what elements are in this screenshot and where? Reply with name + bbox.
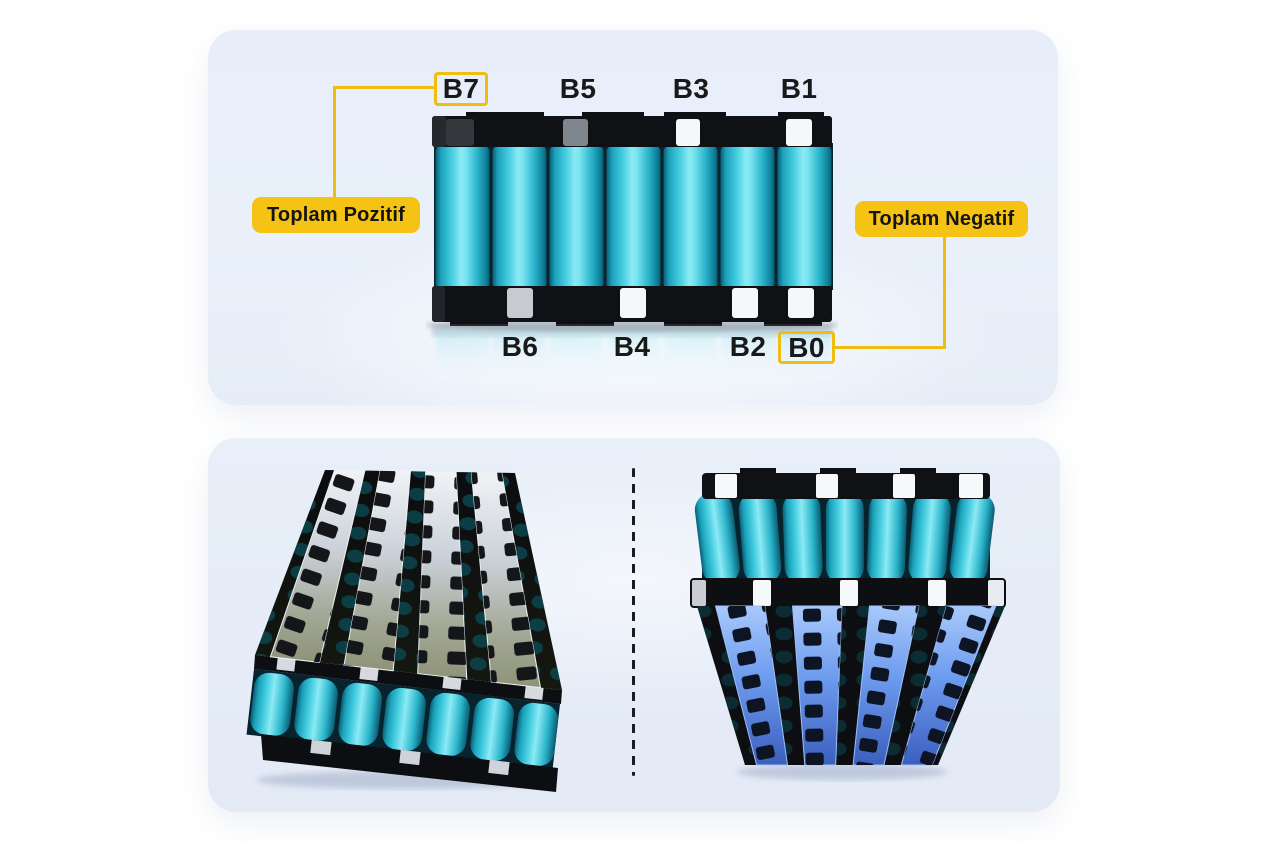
tab-b6 [507,288,533,318]
assembled-pack-panel [208,438,1060,812]
pack-cells [434,143,833,290]
balance-label-b3: B3 [661,72,721,106]
tab-b5 [563,119,588,146]
tab-b2 [732,288,758,318]
pack-reflection [426,324,838,382]
balance-label-b2: B2 [718,330,778,364]
balance-label-b5: B5 [548,72,608,106]
balance-label-b6: B6 [490,330,550,364]
total-negative-badge: Toplam Negatif [855,201,1028,237]
pack-bottom-frame [432,286,832,326]
balance-label-b1-text: B1 [780,73,818,104]
balance-label-b0: B0 [778,331,835,364]
negative-connector-vertical [943,237,946,349]
balance-label-b6-text: B6 [501,331,539,362]
bottom-pack-shadow [737,764,947,780]
blue-nickel-strips [714,605,997,766]
balance-label-b4: B4 [602,330,662,364]
battery-pack-front-illustration [426,112,838,382]
positive-connector-horizontal [333,86,436,89]
bottom-pack-underside [697,605,1005,766]
balance-label-b1: B1 [769,72,829,106]
positive-connector-vertical [333,86,336,197]
iso-pack-bottom-rail [261,734,558,792]
nickel-strips [269,469,542,689]
balance-label-b3-text: B3 [672,73,710,104]
tab-b7 [446,119,474,146]
bottom-pack-middle-frame [690,578,1006,608]
balance-label-b0-text: B0 [788,331,825,363]
bottom-pack-cells [694,491,995,585]
iso-pack-top-rail [254,655,562,704]
battery-pack-top-iso-view [246,469,562,792]
dashed-divider [632,468,635,776]
battery-pack-bottom-view [690,468,1006,780]
balance-label-b2-text: B2 [729,331,767,362]
bottom-pack-top-frame [702,468,990,499]
balance-label-b5-text: B5 [559,73,597,104]
iso-pack-top-face [255,469,562,690]
total-positive-badge: Toplam Pozitif [252,197,420,233]
tab-b0 [788,288,814,318]
balance-wiring-panel: B7 B5 B3 B1 B6 B4 B2 B0 Toplam Pozitif T… [208,30,1058,405]
tab-b1 [786,119,812,146]
balance-label-b4-text: B4 [613,331,651,362]
tab-b3 [676,119,700,146]
tab-b4 [620,288,646,318]
balance-label-b7: B7 [434,72,488,106]
iso-pack-front-cells [246,669,561,770]
negative-connector-horizontal [835,346,946,349]
balance-label-b7-text: B7 [442,73,480,104]
pack-top-frame [432,112,832,147]
